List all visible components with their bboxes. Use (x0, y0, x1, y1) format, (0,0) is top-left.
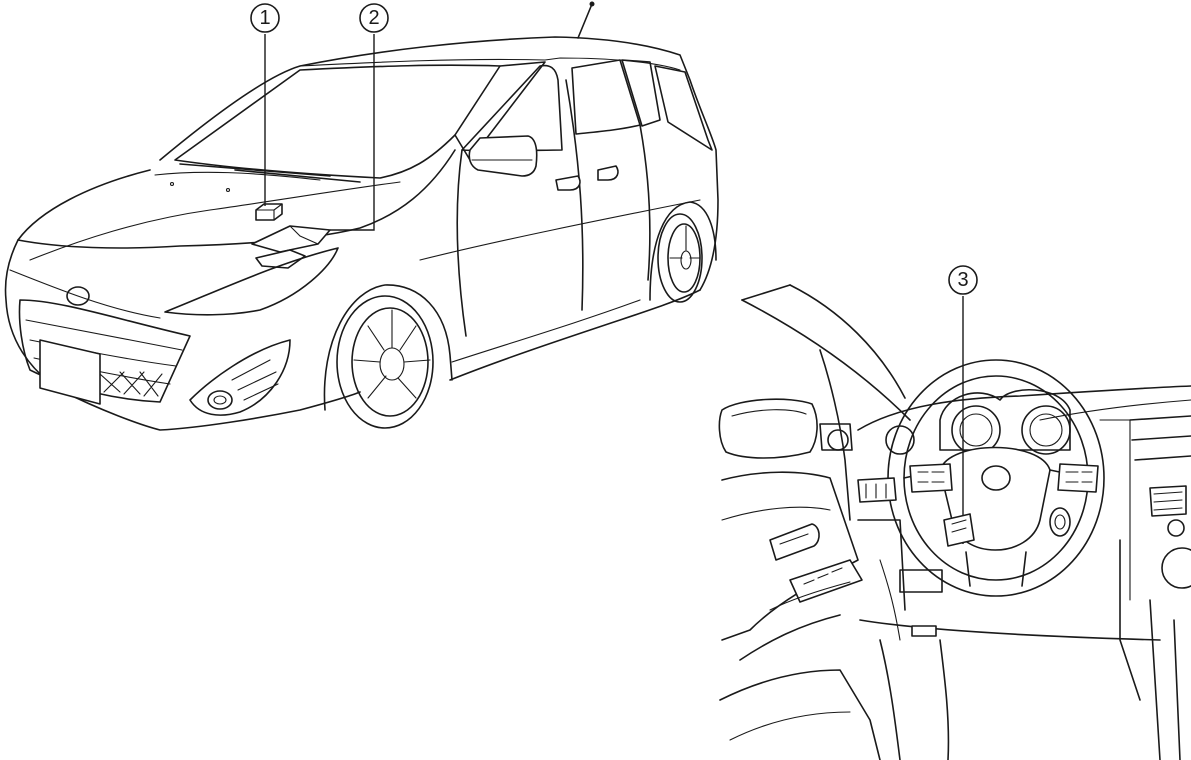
door-panel (721, 471, 859, 641)
callout-3-circle (948, 265, 978, 295)
license-plate (39, 339, 101, 405)
fog-lamp (207, 390, 233, 410)
callout-3: 3 (943, 265, 978, 547)
callout-1: 1 (250, 3, 280, 206)
inner-door-handle (769, 523, 820, 561)
interior-side-mirror (718, 398, 818, 459)
callout-2-label: 2 (368, 7, 379, 29)
front-grille (18, 299, 191, 403)
component-2-marker-lower (255, 249, 306, 269)
rear-door-handle (597, 165, 619, 181)
dashboard (857, 385, 1191, 431)
body-side (449, 289, 701, 381)
rear-quarter-window (654, 65, 713, 151)
steering-wheel (887, 359, 1105, 597)
dash-switch-left (857, 477, 897, 503)
component-1-marker (255, 203, 283, 221)
power-window-switches (789, 559, 863, 603)
fog-lamp-housing (189, 339, 291, 416)
callout-1-circle (250, 3, 280, 33)
interior-drawing (718, 284, 1191, 760)
hood (17, 149, 456, 249)
wiper-left (179, 163, 331, 177)
callout-3-label: 3 (957, 269, 968, 291)
front-wheel (336, 295, 434, 429)
minivan-drawing (4, 1, 719, 431)
ignition (1049, 507, 1071, 537)
middle-side-window (571, 59, 641, 135)
rear-wheel (657, 213, 703, 303)
wiper-right (234, 169, 361, 183)
component-2-marker-upper (251, 225, 331, 253)
side-mirror (468, 135, 538, 177)
center-dial (1161, 547, 1191, 589)
car-roofline (159, 36, 719, 291)
callout-2-circle (359, 3, 389, 33)
front-door-handle (555, 175, 581, 191)
windshield (174, 64, 501, 179)
front-bumper (4, 239, 361, 431)
instrument-cluster (885, 389, 1071, 455)
front-emblem (66, 286, 90, 306)
antenna (577, 3, 593, 39)
callout-2: 2 (330, 3, 389, 231)
headlight (164, 247, 339, 316)
callout-2-leader (330, 34, 375, 231)
center-stack (1129, 415, 1191, 461)
callout-1-label: 1 (259, 7, 270, 29)
